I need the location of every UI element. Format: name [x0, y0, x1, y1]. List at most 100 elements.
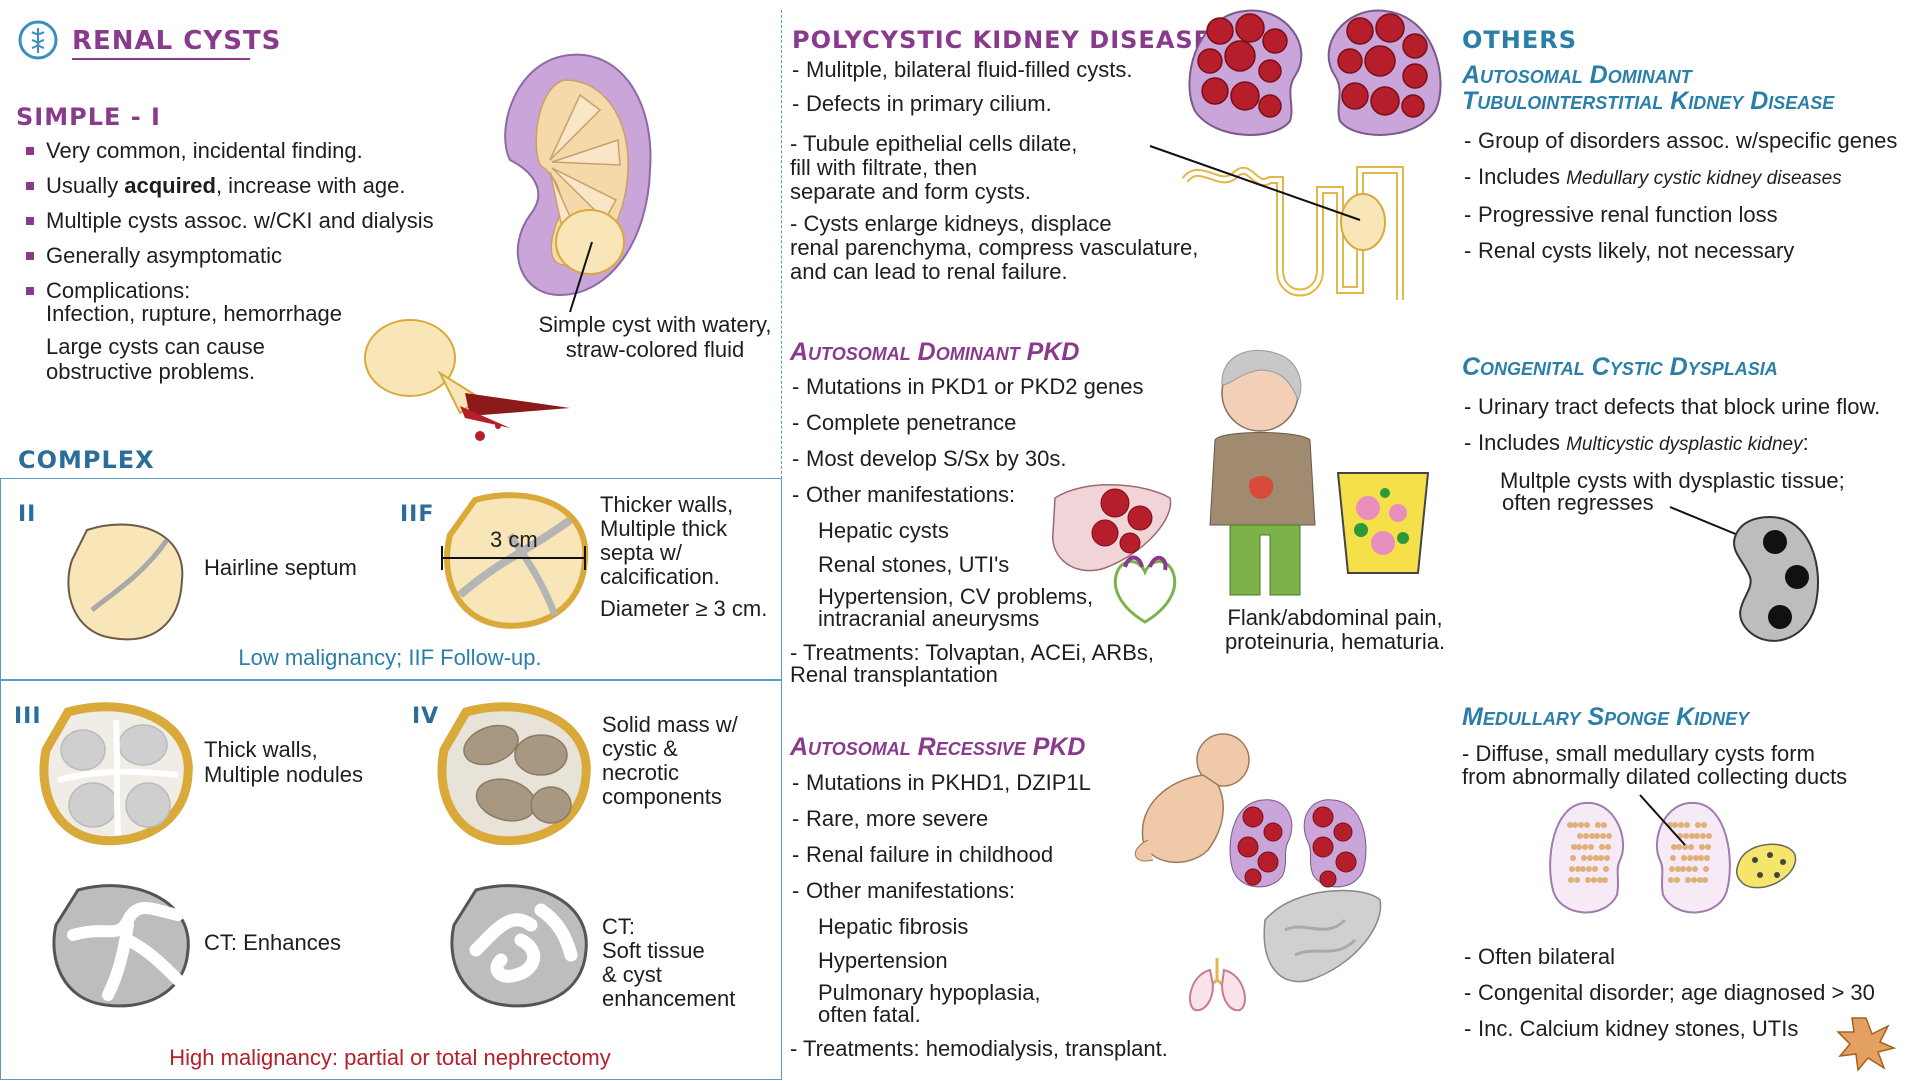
cyst-dot	[1706, 833, 1712, 839]
class-ii-cyst-illustration	[67, 523, 184, 641]
cyst-dot	[1402, 33, 1428, 59]
tubule-line-3: separate and form cysts.	[790, 179, 1031, 204]
cyst-dot	[1591, 877, 1597, 883]
cyst-dot	[1587, 855, 1593, 861]
kidney-simple-cyst-illustration	[504, 53, 652, 313]
adpkd-item: Other manifestations:	[790, 482, 1190, 508]
cyst-dot	[1602, 877, 1608, 883]
pkd-item: Mulitple, bilateral fluid-filled cysts.	[790, 58, 1210, 83]
cyst-dot	[1567, 822, 1573, 828]
cyst-dot	[1685, 877, 1691, 883]
cyst-dot	[1689, 833, 1695, 839]
cyst-dot	[1244, 868, 1262, 886]
simple-list: Very common, incidental finding.Usually …	[22, 138, 492, 384]
cyst-dot	[1703, 866, 1709, 872]
cyst-dot	[1675, 866, 1681, 872]
cyst-dot	[1572, 822, 1578, 828]
cyst-dot	[1577, 833, 1583, 839]
cyst-dot	[1671, 844, 1677, 850]
cyst-dot	[1702, 877, 1708, 883]
cyst-dot	[1575, 866, 1581, 872]
cyst-dot	[1570, 855, 1576, 861]
cyst-dot	[1678, 822, 1684, 828]
cyst-dot	[1197, 48, 1223, 74]
polycystic-kidneys-illustration	[1188, 9, 1442, 136]
cyst-dot	[1576, 844, 1582, 850]
ruptured-cyst-illustration	[364, 319, 570, 441]
cyst-dot	[1401, 94, 1425, 118]
cyst-dot	[1601, 822, 1607, 828]
complex-heading: COMPLEX	[18, 446, 155, 474]
class-iii-label: III	[14, 704, 42, 729]
cyst-dot	[1670, 855, 1676, 861]
cyst-dot	[1700, 833, 1706, 839]
arpkd-sub-item: Hepatic fibrosis	[818, 914, 969, 939]
cyst-dot	[1312, 836, 1334, 858]
pkd-item: Defects in primary cilium.	[790, 92, 1210, 117]
cyst-dot	[1680, 866, 1686, 872]
cyst-dot	[1242, 806, 1264, 828]
fetus-illustration	[1135, 733, 1250, 864]
page-title: RENAL CYSTS	[72, 26, 281, 60]
ct-iv-desc: CT: Soft tissue & cyst enhancement	[602, 914, 736, 1011]
tubule-line-2: fill with filtrate, then	[790, 155, 978, 180]
cyst-dot	[1571, 844, 1577, 850]
pkd-list: Mulitple, bilateral fluid-filled cysts. D…	[790, 58, 1210, 126]
cyst-dot	[1605, 844, 1611, 850]
cyst-dot	[1584, 822, 1590, 828]
cyst-dot	[1594, 833, 1600, 839]
cyst-dot	[1705, 844, 1711, 850]
msk-item: Often bilateral	[1462, 944, 1912, 970]
cyst-dot	[1580, 866, 1586, 872]
pkd-heading: POLYCYSTIC KIDNEY DISEASES	[792, 26, 1230, 54]
arpkd-heading: Autosomal Recessive PKD	[790, 733, 1086, 761]
arpkd-sub-item: Hypertension	[818, 948, 948, 973]
cyst-dot	[1402, 63, 1428, 89]
cyst-dot	[1701, 822, 1707, 828]
liver-cysts-illustration	[1052, 484, 1172, 572]
msk-list: Often bilateralCongenital disorder; age …	[1462, 944, 1912, 1052]
cyst-dot	[1230, 81, 1260, 111]
fibrotic-liver-illustration	[1263, 889, 1382, 983]
multicystic-kidney-illustration	[1669, 506, 1819, 642]
cyst-dot	[1585, 877, 1591, 883]
class-iii-desc: Thick walls, Multiple nodules	[204, 737, 363, 787]
cyst-dot	[1600, 833, 1606, 839]
cyst-dot	[1569, 866, 1575, 872]
adtkd-item: Renal cysts likely, not necessary	[1462, 238, 1912, 264]
cyst-dot	[1258, 59, 1282, 83]
logo	[18, 20, 58, 60]
adpkd-item: Mutations in PKD1 or PKD2 genes	[790, 374, 1190, 400]
adtkd-item: Includes Medullary cystic kidney disease…	[1462, 164, 1912, 192]
cyst-dot	[1201, 77, 1229, 105]
kidney-caption: Simple cyst with watery, straw-colored f…	[538, 312, 772, 362]
cyst-dot	[1674, 877, 1680, 883]
pkd-tubule: - Tubule epithelial cells dilate, fill w…	[790, 132, 1198, 284]
cyst-dot	[1224, 40, 1256, 72]
cyst-dot	[1599, 844, 1605, 850]
class-iif-desc: Thicker walls, Multiple thick septa w/ c…	[600, 492, 768, 621]
class-iii-cyst-illustration	[39, 702, 193, 846]
cyst-dot	[1672, 822, 1678, 828]
adpkd-sub-item: Renal stones, UTI's	[818, 552, 1010, 577]
cyst-dot	[1257, 851, 1279, 873]
ct-iii-desc: CT: Enhances	[204, 930, 341, 955]
tubule-line-1: - Tubule epithelial cells dilate,	[790, 131, 1078, 156]
cyst-dot	[1603, 866, 1609, 872]
cyst-dot	[1335, 851, 1357, 873]
cyst-dot	[1606, 833, 1612, 839]
ccd-item: Urinary tract defects that block urine f…	[1462, 394, 1912, 420]
cyst-dot	[1687, 855, 1693, 861]
cyst-dot	[1568, 877, 1574, 883]
ccd-heading: Congenital Cystic Dysplasia	[1462, 353, 1778, 381]
cyst-dot	[1686, 866, 1692, 872]
cyst-dot	[1699, 844, 1705, 850]
cyst-dot	[1574, 877, 1580, 883]
simple-item: Usually acquired, increase with age.	[22, 173, 492, 198]
cyst-dot	[1333, 822, 1353, 842]
cyst-dot	[1237, 836, 1259, 858]
cyst-dot	[1682, 844, 1688, 850]
cyst-dot	[1604, 855, 1610, 861]
adtkd-heading: Autosomal Dominant Tubulointerstitial Ki…	[1462, 61, 1835, 115]
heart-illustration	[1113, 555, 1177, 624]
